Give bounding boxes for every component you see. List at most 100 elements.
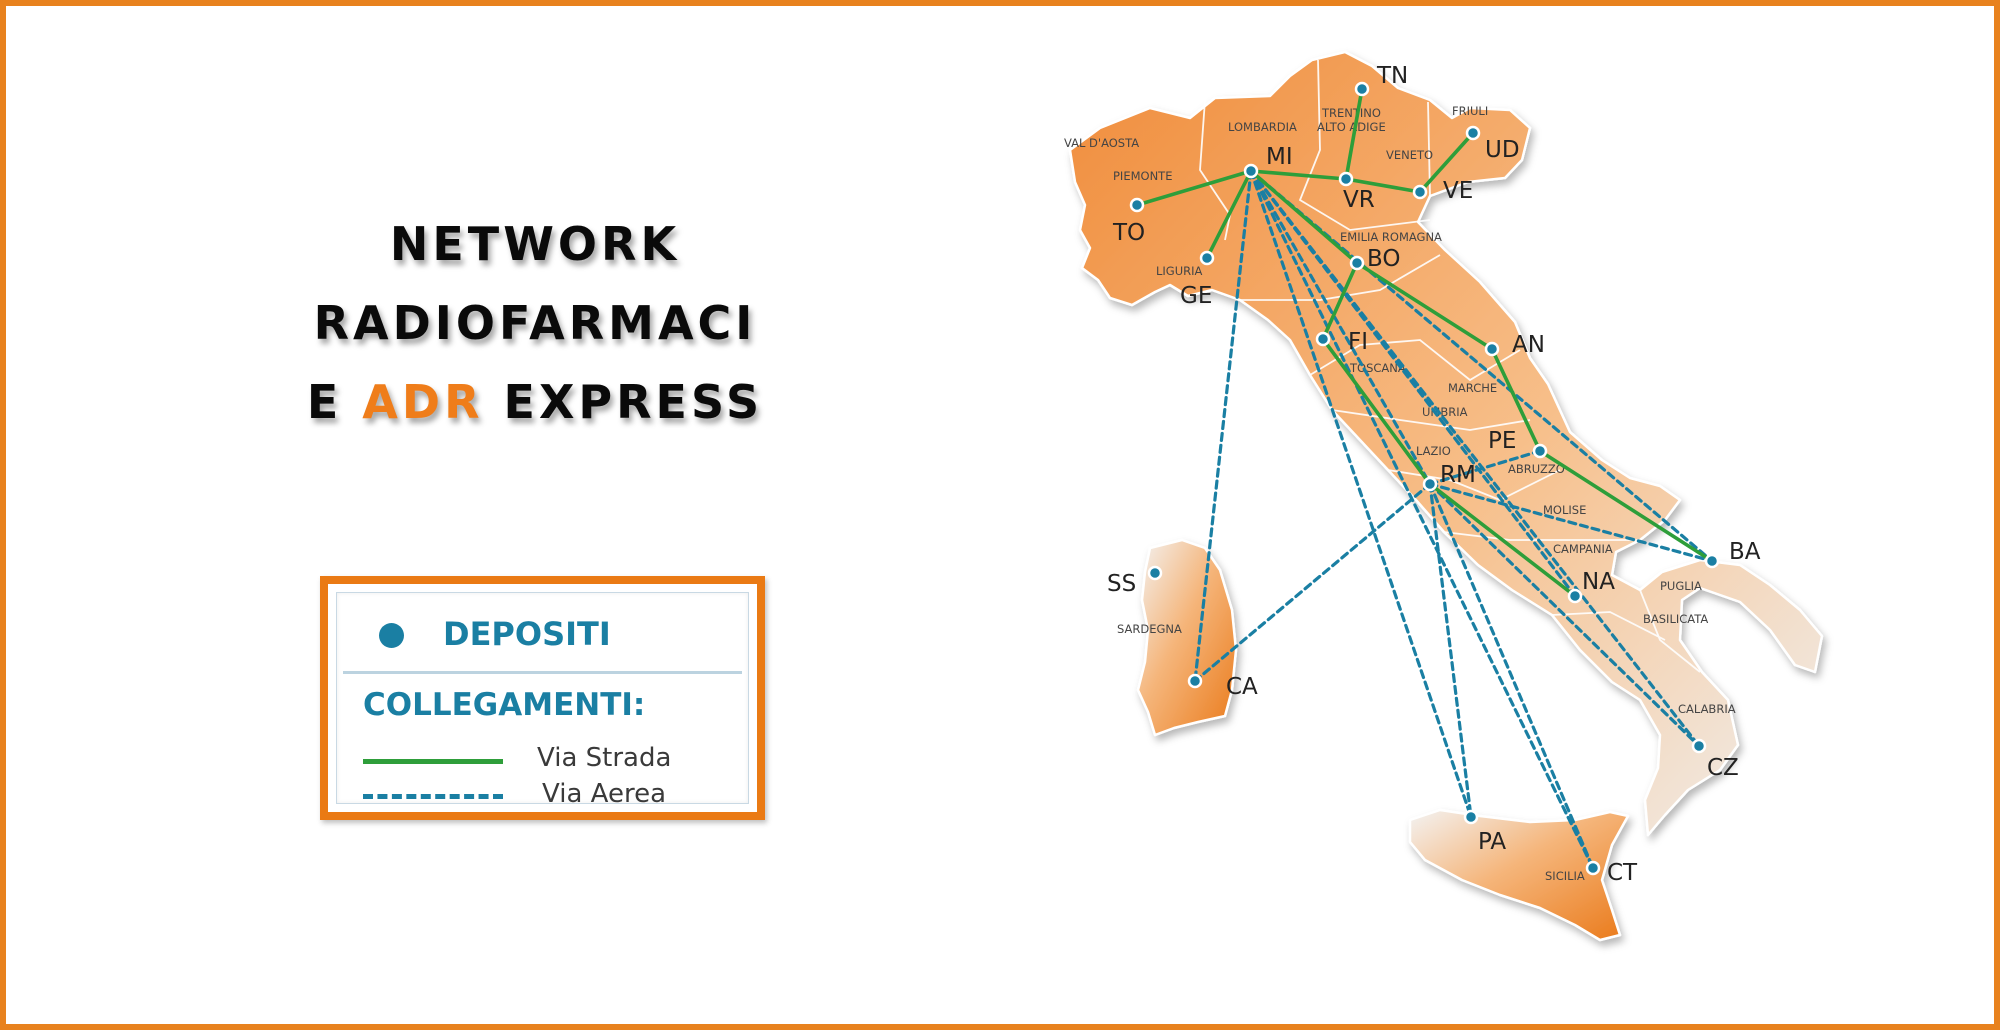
depot-dot-ge [1199,250,1215,266]
depot-dot-mi [1243,163,1259,179]
air-link-mi-ca [1193,169,1253,683]
depot-dot-vr [1338,171,1354,187]
region-label: MOLISE [1543,503,1586,517]
road-link-mi-vr [1249,169,1348,181]
depot-label-to: TO [1112,220,1145,246]
road-link-bo-fi [1321,261,1359,341]
legend-air-line-icon [363,794,503,799]
depot-dot-rm [1422,476,1438,492]
depot-label-ca: CA [1226,674,1258,700]
depot-label-pe: PE [1488,428,1516,454]
region-label: ALTO ADIGE [1317,120,1386,134]
depot-label-fi: FI [1348,329,1368,355]
road-link-ve-ud [1418,131,1475,194]
depot-dot-ba [1704,553,1720,569]
italy-landmass [1068,50,1824,942]
road-link-an-pe [1490,347,1542,453]
depot-dot-ct [1585,860,1601,876]
depot-dot-bo [1349,255,1365,271]
depot-label-ud: UD [1485,137,1520,163]
road-link-mi-to [1135,169,1253,207]
legend-road-line-icon [363,759,503,764]
air-link-rm-ct [1428,482,1595,870]
depot-label-ss: SS [1107,571,1136,597]
legend-inner-panel: DEPOSITI COLLEGAMENTI: Via Strada Via Ae… [336,592,749,809]
depot-label-na: NA [1582,569,1615,595]
depot-label-ba: BA [1729,539,1761,565]
air-link-rm-pe [1428,449,1542,486]
depot-dot-to [1129,197,1145,213]
depot-label-ct: CT [1607,860,1638,886]
road-link-bo-an [1355,261,1494,351]
region-label: PUGLIA [1660,579,1702,593]
air-link-mi-rm [1249,169,1432,486]
road-link-mi-bo [1249,169,1359,265]
region-label: FRIULI [1452,104,1488,118]
region-label: CALABRIA [1678,702,1736,716]
region-label: ABRUZZO [1508,462,1565,476]
road-link-pe-ba [1538,449,1714,563]
depot-label-an: AN [1512,332,1545,358]
region-label: SARDEGNA [1117,622,1182,636]
depot-dot-ca [1187,673,1203,689]
region-label: LIGURIA [1156,264,1203,278]
title-line-3-prefix: E [306,375,363,429]
depot-label-ge: GE [1180,283,1212,309]
legend-air-label: Via Aerea [542,779,667,809]
legend-collegamenti-label: COLLEGAMENTI: [363,687,646,723]
air-link-rm-ba [1428,482,1714,563]
depot-dot-ss [1147,565,1163,581]
air-link-mi-pa [1249,169,1473,819]
road-link-fi-rm [1321,337,1432,486]
depot-dot-tn [1354,81,1370,97]
road-link-mi-ge [1205,169,1253,260]
region-borders [1199,59,1701,673]
depot-dot-ud [1465,125,1481,141]
title-line-3-suffix: EXPRESS [483,375,764,429]
depot-label-pa: PA [1478,829,1506,855]
title-line-3: E ADR EXPRESS [200,363,870,442]
air-link-mi-cz [1249,169,1701,748]
legend-depositi-label: DEPOSITI [443,615,611,653]
page-title: NETWORK RADIOFARMACI E ADR EXPRESS [200,205,870,442]
title-accent-adr: ADR [362,375,484,429]
mainland-italy [1068,50,1824,837]
air-link-mi-ct [1249,169,1595,870]
region-label: LAZIO [1416,444,1451,458]
depot-dot-pe [1532,443,1548,459]
road-link-vr-ve [1344,177,1422,194]
region-label: VAL D'AOSTA [1064,136,1139,150]
region-label: LOMBARDIA [1228,120,1297,134]
depot-dot-cz [1691,738,1707,754]
depot-dot-pa [1463,809,1479,825]
depot-dot-ve [1412,184,1428,200]
air-link-rm-pa [1428,482,1473,819]
legend-separator [343,671,742,674]
region-label: EMILIA ROMAGNA [1340,230,1442,244]
depot-dots [1129,81,1720,876]
region-label: SICILIA [1545,869,1585,883]
depot-label-mi: MI [1266,144,1293,170]
depot-label-rm: RM [1440,462,1476,488]
road-link-rm-na [1428,482,1577,598]
title-line-1: NETWORK [389,217,681,271]
depot-label-tn: TN [1376,63,1408,89]
depot-labels: TN UD MI VR VE TO GE BO FI AN PE RM BA N… [1107,63,1761,886]
legend-road-label: Via Strada [537,743,672,773]
air-link-rm-cz [1428,482,1701,748]
depot-dot-an [1484,341,1500,357]
sardinia-island [1136,538,1238,737]
region-label: PIEMONTE [1113,169,1172,183]
title-line-2: RADIOFARMACI [313,296,757,350]
depot-label-ve: VE [1443,178,1473,204]
road-links [1135,87,1714,598]
region-label: VENETO [1386,148,1433,162]
region-labels: VAL D'AOSTA LOMBARDIA TRENTINO ALTO ADIG… [1064,104,1736,883]
region-label: MARCHE [1448,381,1497,395]
depot-label-vr: VR [1343,187,1375,213]
sicily-island [1408,808,1630,942]
depot-label-bo: BO [1367,246,1400,272]
depot-label-cz: CZ [1707,755,1739,781]
